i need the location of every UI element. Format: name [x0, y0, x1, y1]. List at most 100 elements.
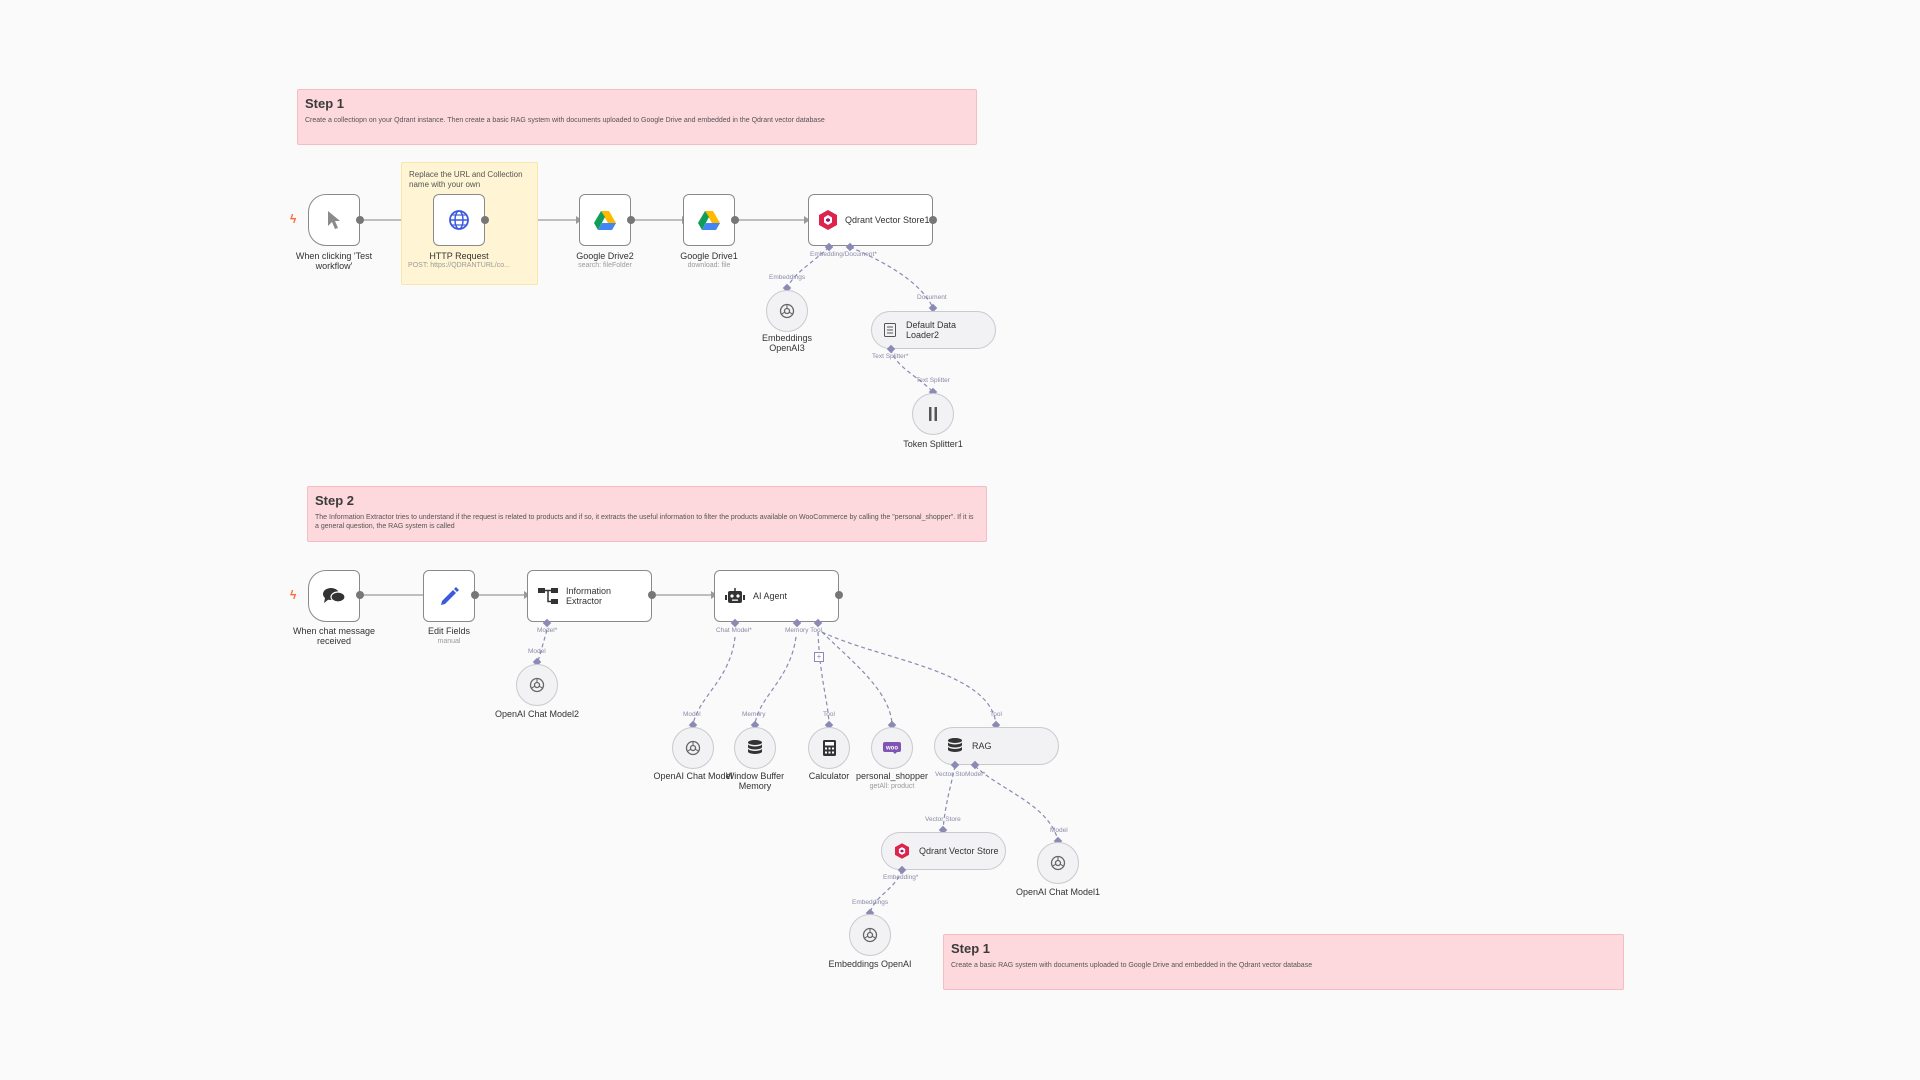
node-label: Default Data Loader2 [906, 320, 957, 340]
chat-bubble-icon [323, 588, 345, 603]
node-subtitle: manual [437, 638, 461, 645]
output-handle[interactable] [835, 591, 843, 599]
port-label: Text Splitter [916, 377, 950, 384]
output-handle[interactable] [648, 591, 656, 599]
woocommerce-icon: woo [883, 742, 901, 754]
node-label: OpenAI Chat Model [653, 771, 733, 781]
node-openai-chat-model1[interactable] [1037, 842, 1079, 884]
node-label: OpenAI Chat Model1 [1015, 887, 1101, 897]
node-subtitle: POST: https://QDRANTURL/co... [408, 262, 510, 269]
node-label: OpenAI Chat Model2 [494, 709, 580, 719]
node-label: Embeddings OpenAI [828, 959, 912, 969]
node-http-request[interactable] [433, 194, 485, 246]
output-handle[interactable] [471, 591, 479, 599]
node-label: RAG [972, 741, 992, 751]
port-label: Tool [823, 711, 835, 718]
openai-icon [862, 927, 878, 943]
sticky-body: The Information Extractor tries to under… [315, 514, 974, 530]
node-window-buffer-memory[interactable] [734, 727, 776, 769]
sticky-body: Create a collectiopn on your Qdrant inst… [305, 117, 825, 124]
port-label: Vector Store [925, 816, 961, 823]
port-label: Model [683, 711, 701, 718]
output-handle[interactable] [731, 216, 739, 224]
robot-icon [725, 588, 745, 603]
node-label: HTTP Request [429, 251, 489, 261]
port-label: Model [1050, 827, 1068, 834]
node-google-drive2[interactable] [579, 194, 631, 246]
node-openai-chat-model2[interactable] [516, 664, 558, 706]
node-rag[interactable]: RAG [934, 727, 1059, 765]
node-label: Qdrant Vector Store1 [845, 215, 930, 225]
port-label: Vector StoModel* [935, 771, 986, 778]
google-drive-icon [698, 210, 720, 230]
node-token-splitter1[interactable] [912, 393, 954, 435]
port-label: Chat Model* [716, 627, 752, 634]
sticky-body: Replace the URL and Collection name with… [409, 170, 523, 189]
node-label: Calculator [808, 771, 850, 781]
node-information-extractor[interactable]: Information Extractor [527, 570, 652, 622]
output-handle[interactable] [929, 216, 937, 224]
node-edit-fields[interactable] [423, 570, 475, 622]
node-subtitle: search: fileFolder [578, 262, 632, 269]
node-qdrant-vector-store1[interactable]: Qdrant Vector Store1 [808, 194, 933, 246]
node-label: Qdrant Vector Store [919, 846, 999, 856]
port-label: Memory [742, 711, 766, 718]
node-label: Embeddings OpenAI3 [761, 333, 813, 353]
sticky-body: Create a basic RAG system with documents… [951, 962, 1313, 969]
output-handle[interactable] [356, 591, 364, 599]
port-label: Model [528, 648, 546, 655]
node-personal-shopper[interactable]: woo [871, 727, 913, 769]
sticky-title: Step 1 [305, 96, 345, 111]
sticky-step1-top[interactable]: Step 1 Create a collectiopn on your Qdra… [297, 89, 977, 145]
port-label: Model* [537, 627, 558, 634]
node-calculator[interactable] [808, 727, 850, 769]
trigger-bolt-icon: ϟ [290, 212, 297, 226]
node-label: Token Splitter1 [903, 439, 963, 449]
node-qdrant-vector-store[interactable]: Qdrant Vector Store [881, 832, 1006, 870]
port-label: Embedding* [883, 874, 919, 881]
add-tool-icon[interactable]: + [814, 652, 824, 662]
document-icon [884, 323, 896, 337]
openai-icon [1050, 855, 1066, 871]
calculator-icon [822, 740, 836, 756]
output-handle[interactable] [356, 216, 364, 224]
node-google-drive1[interactable] [683, 194, 735, 246]
cursor-icon [328, 211, 340, 229]
qdrant-icon [819, 210, 837, 230]
node-label: personal_shopper [855, 771, 929, 781]
port-label: Tool [990, 711, 1002, 718]
port-label: Embedding/Document* [810, 251, 877, 258]
node-label: Window Buffer Memory [725, 771, 785, 791]
database-icon [748, 740, 762, 754]
output-handle[interactable] [627, 216, 635, 224]
node-openai-chat-model[interactable] [672, 727, 714, 769]
node-label: When clicking 'Test workflow' [295, 251, 373, 271]
qdrant-icon [895, 843, 909, 859]
node-label: Google Drive2 [576, 251, 634, 261]
openai-icon [779, 303, 795, 319]
node-label: Information Extractor [566, 586, 612, 606]
node-manual-trigger[interactable] [308, 194, 360, 246]
port-label: Text Splitter* [872, 353, 909, 360]
node-embeddings-openai[interactable] [849, 914, 891, 956]
port-label: Document [917, 294, 947, 301]
node-subtitle: download: file [687, 262, 731, 269]
sticky-title: Step 1 [951, 941, 991, 956]
node-label: Edit Fields [427, 626, 471, 636]
node-ai-agent[interactable]: AI Agent [714, 570, 839, 622]
sticky-step2[interactable]: Step 2 The Information Extractor tries t… [307, 486, 987, 542]
openai-icon [685, 740, 701, 756]
sticky-title: Step 2 [315, 493, 355, 508]
google-drive-icon [594, 210, 616, 230]
port-label: Memory Tool [785, 627, 823, 634]
sticky-step1-bottom[interactable]: Step 1 Create a basic RAG system with do… [943, 934, 1624, 990]
node-embeddings-openai3[interactable] [766, 290, 808, 332]
node-chat-trigger[interactable] [308, 570, 360, 622]
pencil-icon [441, 587, 459, 605]
node-label: When chat message received [292, 626, 376, 646]
database-icon [948, 738, 962, 752]
node-default-data-loader2[interactable]: Default Data Loader2 [871, 311, 996, 349]
port-label: Embeddings [852, 899, 889, 906]
output-handle[interactable] [481, 216, 489, 224]
